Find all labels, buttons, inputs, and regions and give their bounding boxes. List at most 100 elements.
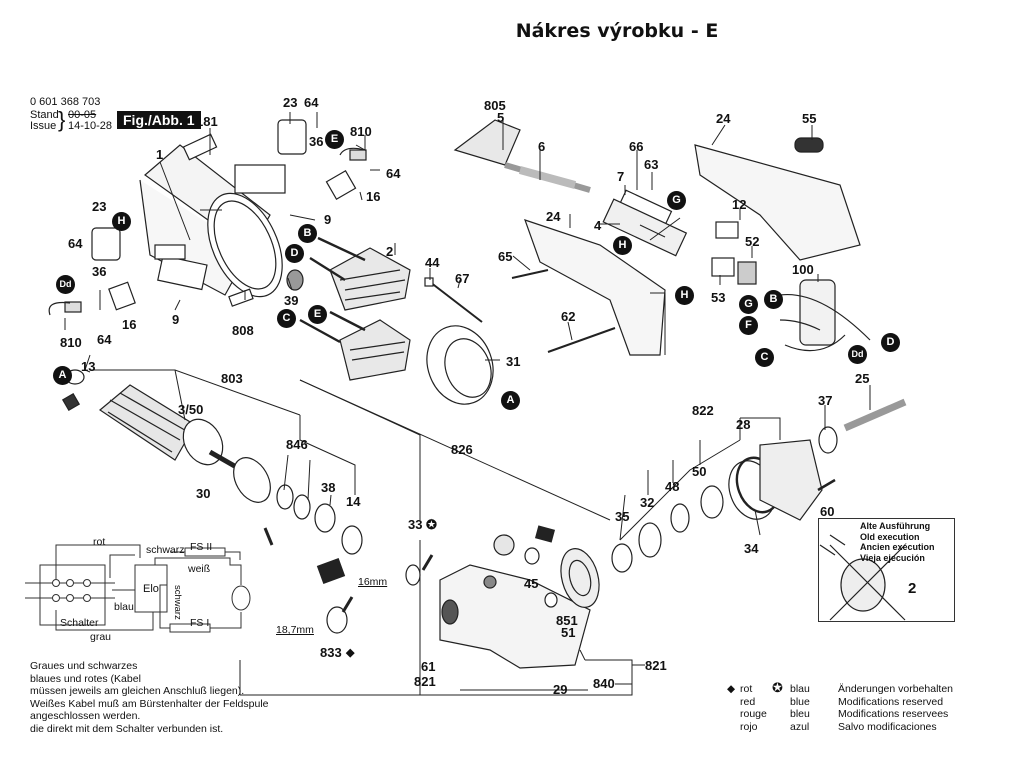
part-label-36: 36 <box>309 134 324 149</box>
part-label-810: 810 <box>60 335 82 350</box>
part-label-9: 9 <box>172 312 180 327</box>
part-label-12: 12 <box>732 197 747 212</box>
connector-badge-h: H <box>112 212 131 231</box>
part-label-840: 840 <box>593 676 615 691</box>
old-exec-line: Old execution <box>860 531 920 542</box>
part-label-64: 64 <box>68 236 83 251</box>
part-label-53: 53 <box>711 290 726 305</box>
connector-badge-c: C <box>277 309 296 328</box>
part-label-805: 805 <box>484 98 506 113</box>
part-label-65: 65 <box>498 249 513 264</box>
part-label-25: 25 <box>855 371 870 386</box>
part-label-33: 33 <box>408 517 423 532</box>
connector-badge-dd: Dd <box>848 345 867 364</box>
legend-text: rouge <box>740 708 767 720</box>
stand-label: Stand <box>30 109 59 121</box>
connector-badge-b: B <box>298 224 317 243</box>
part-label-3-50: 3/50 <box>178 402 204 417</box>
part-label-846: 846 <box>286 437 308 452</box>
legend-text: azul <box>790 720 810 733</box>
part-label-24: 24 <box>716 111 731 126</box>
legend-rot: rot red rouge rojo <box>740 683 767 733</box>
connector-badge-g: G <box>667 191 686 210</box>
part-label-51: 51 <box>561 625 576 640</box>
part-label-66: 66 <box>629 139 644 154</box>
connector-badge-a: A <box>501 391 520 410</box>
part-label-821: 821 <box>645 658 667 673</box>
star-icon: ✪ <box>772 680 783 695</box>
handle-upper <box>694 144 861 261</box>
field-coil <box>286 247 411 381</box>
issue-label: Issue <box>30 120 57 132</box>
part-label-9: 9 <box>324 212 332 227</box>
part-label-181: 181 <box>196 114 218 129</box>
part-label-16: 16 <box>122 317 137 332</box>
part-label-63: 63 <box>644 157 659 172</box>
part-label-61: 61 <box>421 659 436 674</box>
legend-text: red <box>740 695 756 708</box>
part-label-23: 23 <box>283 95 298 110</box>
part-label-808: 808 <box>232 323 254 338</box>
part-label-64: 64 <box>97 332 112 347</box>
connector-badge-c: C <box>755 348 774 367</box>
connector-badge-d: D <box>285 244 304 263</box>
part-label-28: 28 <box>736 417 751 432</box>
note-line: blaues und rotes (Kabel <box>30 672 141 685</box>
stand-date: 00-05 <box>68 109 97 121</box>
part-label-64: 64 <box>304 95 319 110</box>
part-label-48: 48 <box>665 479 680 494</box>
legend-text: rot <box>740 683 753 695</box>
brush-cap-left <box>91 227 121 261</box>
motor-housing <box>139 133 286 307</box>
wire-label-weiss: weiß <box>188 563 211 575</box>
part-label-821: 821 <box>414 674 436 689</box>
legend-text: Änderungen vorbehalten <box>838 683 954 695</box>
legend-blau: blau blue bleu azul <box>790 683 810 733</box>
part-label-100: 100 <box>792 262 814 277</box>
part-label-60: 60 <box>820 504 835 519</box>
part-label-1: 1 <box>156 147 164 162</box>
part-label-826: 826 <box>451 442 473 457</box>
red-diamond-icon: ◆ <box>346 647 355 659</box>
part-label-810: 810 <box>350 124 372 139</box>
spindle-flange <box>759 439 823 521</box>
dimension-18-7mm: 18,7mm <box>276 624 314 636</box>
part-label-13: 13 <box>81 359 96 374</box>
armature <box>61 369 240 471</box>
dimension-16mm: 16mm <box>358 576 388 588</box>
connector-badge-g: G <box>739 295 758 314</box>
connector-badge-e: E <box>325 130 344 149</box>
connector-badge-dd: Dd <box>56 275 75 294</box>
old-exec-line: Alte Ausführung <box>860 521 931 531</box>
note-line: Weißes Kabel muß am Bürstenhalter der Fe… <box>30 697 269 710</box>
part-label-34: 34 <box>744 541 759 556</box>
wire-label-grau: grau <box>90 631 112 643</box>
part-label-30: 30 <box>196 486 211 501</box>
plug <box>453 119 521 166</box>
part-label-851: 851 <box>556 613 578 628</box>
legend-text: blue <box>790 695 810 708</box>
wiring-diagram <box>25 544 251 633</box>
legend-text: bleu <box>790 708 810 720</box>
part-label-16: 16 <box>366 189 381 204</box>
wire-label-blau: blau <box>114 601 134 613</box>
blue-star-icon: ✪ <box>426 517 437 532</box>
connector-badge-h: H <box>613 236 632 255</box>
lock-button <box>794 137 824 153</box>
legend-text: Modifications reserved <box>838 695 944 708</box>
fuse-label-fs1: FS I <box>190 617 210 629</box>
wire-label-schwarz-vertical: schwarz <box>172 585 183 620</box>
old-execution-box <box>818 518 955 622</box>
part-label-7: 7 <box>617 169 625 184</box>
wire-label-schwarz: schwarz <box>146 544 185 556</box>
page-title: Nákres výrobku - E <box>515 20 719 42</box>
part-label-5: 5 <box>497 110 505 125</box>
old-exec-line: Vieja ejecución <box>860 552 925 563</box>
legend-text: blau <box>790 683 810 695</box>
part-label-31: 31 <box>506 354 521 369</box>
diamond-icon: ◆ <box>727 683 736 695</box>
part-label-24: 24 <box>546 209 561 224</box>
crown-gear <box>560 548 600 608</box>
part-number: 0 601 368 703 <box>30 96 101 108</box>
